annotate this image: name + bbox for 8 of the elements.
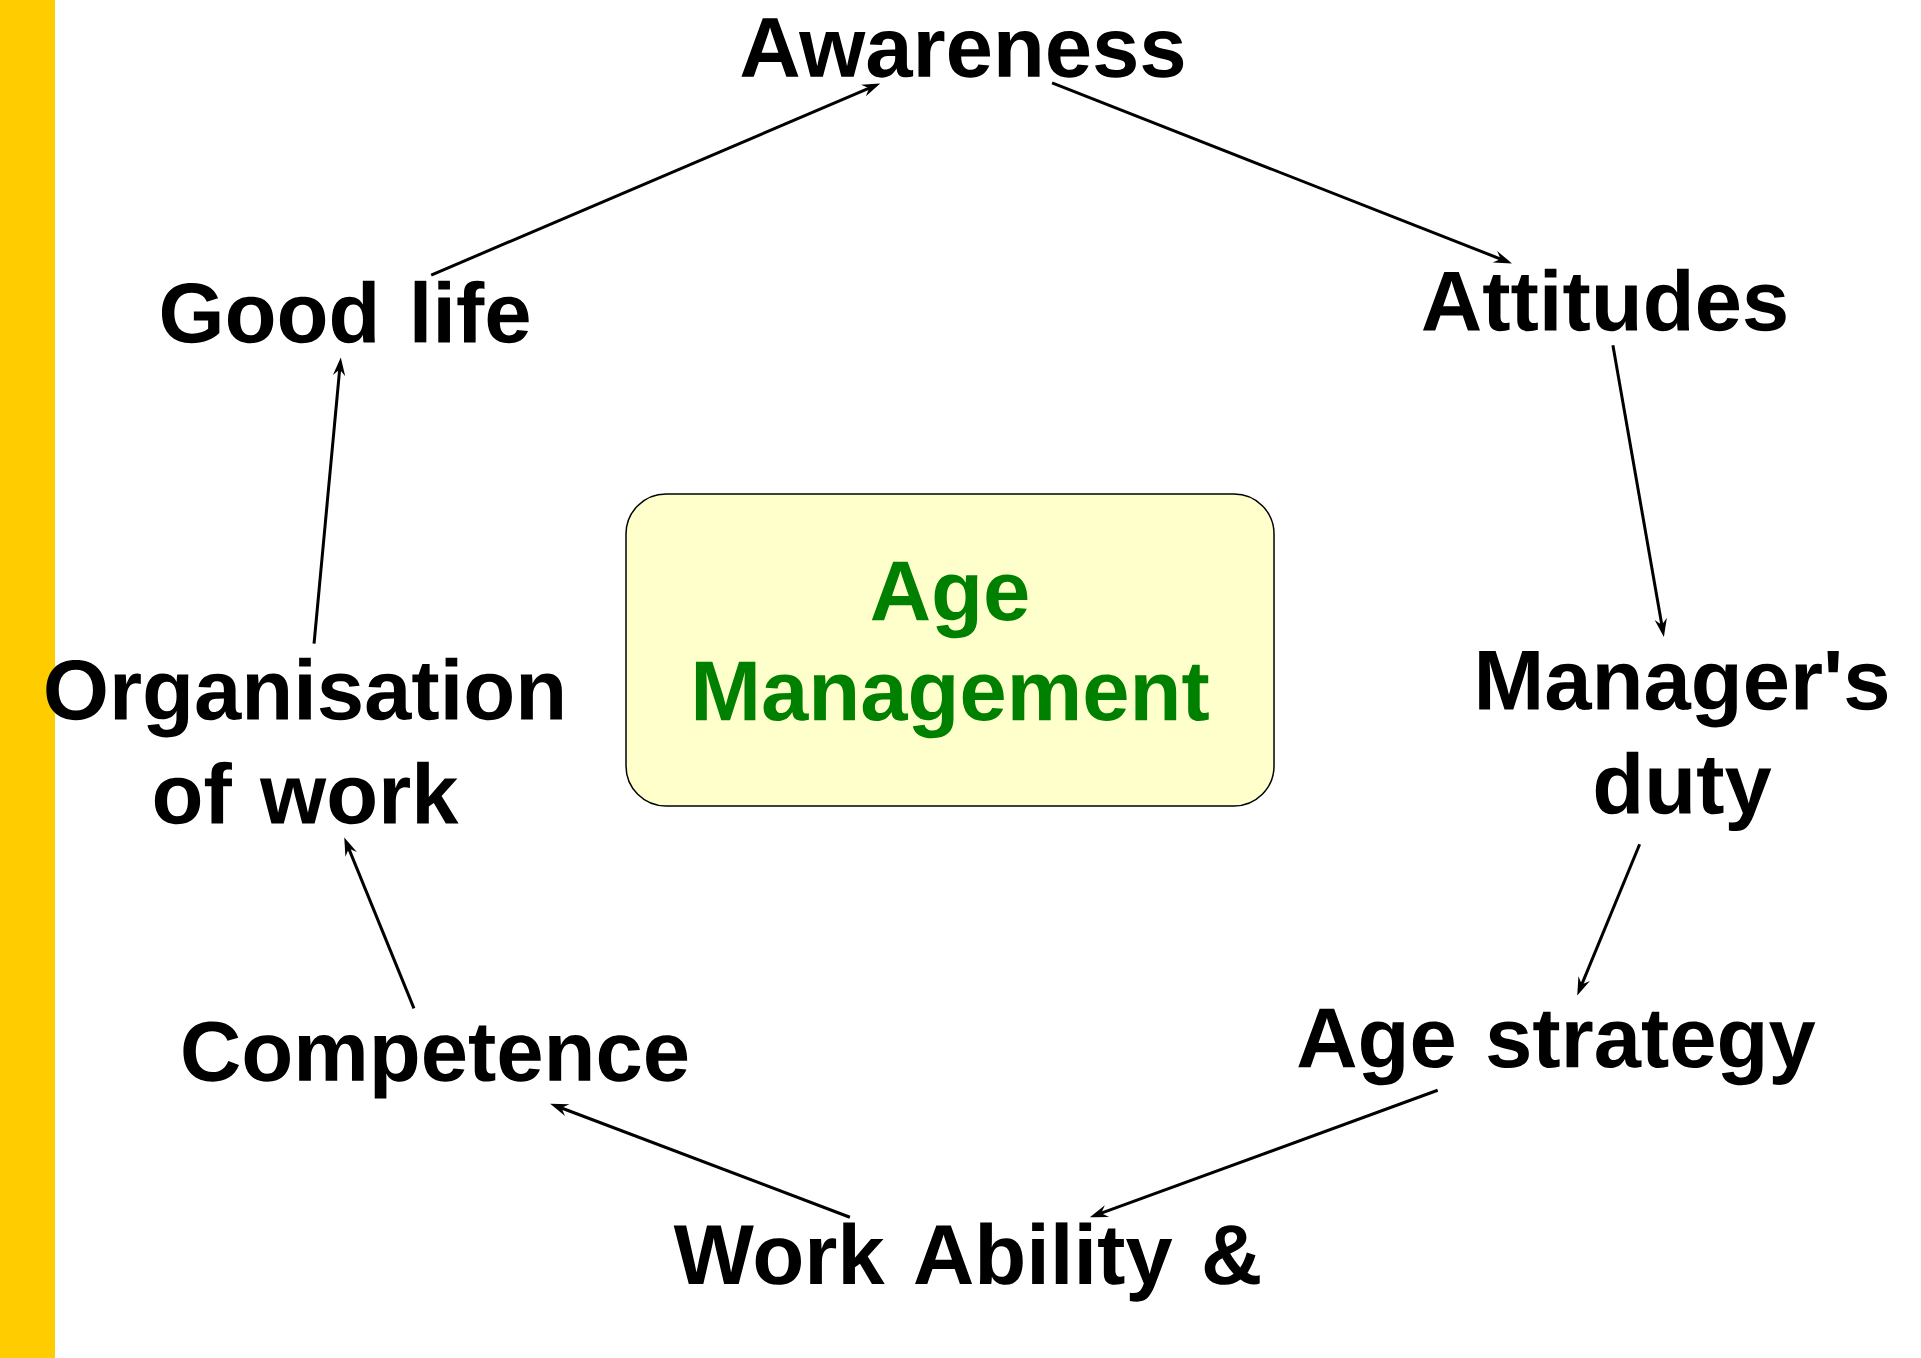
stage-label: Attitudes [1423, 268, 1786, 332]
stage-label: Good life [162, 280, 529, 344]
stage-label: Work Ability & [673, 1222, 1260, 1302]
stage-label: Age strategy [1298, 1008, 1816, 1086]
stage-label: Manager's duty [1479, 650, 1888, 832]
stage-label: Awareness [741, 18, 1184, 78]
stage-label: Competence [183, 1021, 688, 1099]
center-box: Age Management [625, 493, 1275, 807]
